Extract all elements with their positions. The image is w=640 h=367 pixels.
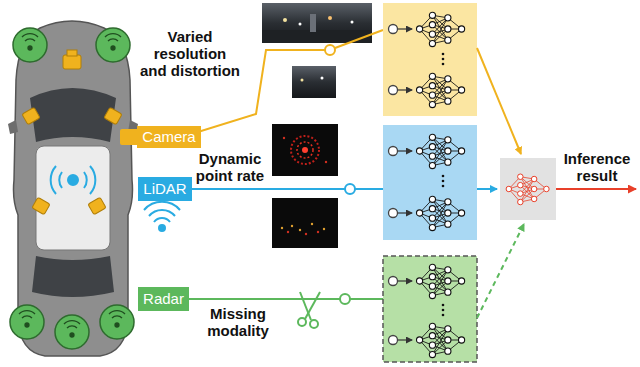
lidar-model-panel [383,125,477,240]
fusion-model [500,158,556,220]
camera-model-panel [383,3,477,116]
sensor-name: LiDAR [143,180,186,198]
radar-box: Radar [138,287,189,311]
sensor-issue-label: Varied resolution and distortion [140,28,240,79]
lidar-images [272,124,338,248]
camera-box: Camera [137,126,201,148]
car-illustration [8,21,138,356]
sensor-name: Radar [143,290,184,308]
lidar-icon [144,202,180,231]
output-label: Inference result [558,150,636,184]
scissors-icon [298,292,320,328]
sensor-issue-label: Missing modality [188,305,288,339]
fusion-arrows [477,48,636,318]
lidar-box: LiDAR [138,177,192,201]
sensor-issue-label: Dynamic point rate [190,150,270,184]
sensor-name: Camera [142,128,195,146]
radar-model-panel [383,256,477,362]
